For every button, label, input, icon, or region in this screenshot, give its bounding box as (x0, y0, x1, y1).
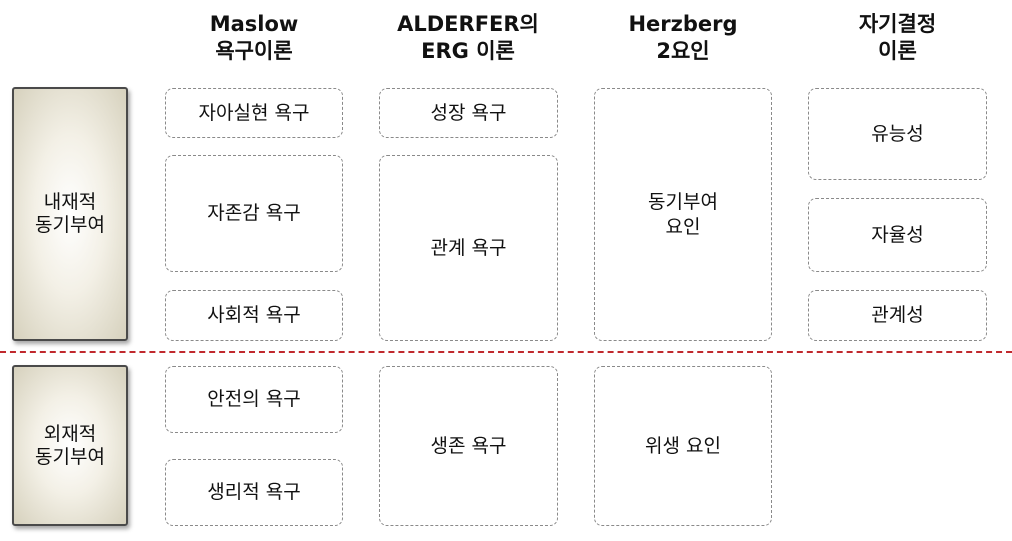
herzberg-motivators: 동기부여 요인 (594, 88, 772, 341)
side-extrinsic-motivation: 외재적 동기부여 (12, 365, 128, 526)
header-sdt: 자기결정 이론 (808, 6, 987, 70)
header-alderfer: ALDERFER의 ERG 이론 (372, 6, 564, 70)
header-maslow-line2: 욕구이론 (215, 39, 293, 63)
erg-existence: 생존 욕구 (379, 366, 558, 526)
maslow-social-label: 사회적 욕구 (207, 304, 301, 326)
side-intrinsic-line2: 동기부여 (35, 214, 105, 236)
header-maslow: Maslow 욕구이론 (165, 6, 343, 70)
header-sdt-line2: 이론 (878, 39, 917, 63)
header-alderfer-line2: ERG 이론 (421, 39, 515, 63)
maslow-physiological: 생리적 욕구 (165, 459, 343, 526)
sdt-competence: 유능성 (808, 88, 987, 180)
erg-growth: 성장 욕구 (379, 88, 558, 138)
maslow-social: 사회적 욕구 (165, 290, 343, 341)
maslow-physiological-label: 생리적 욕구 (207, 481, 301, 503)
herzberg-hygiene-label: 위생 요인 (645, 434, 721, 457)
sdt-competence-label: 유능성 (871, 122, 924, 145)
herzberg-motivators-line2: 요인 (665, 215, 701, 238)
sdt-relatedness: 관계성 (808, 290, 987, 341)
header-alderfer-line1: ALDERFER의 (397, 12, 539, 36)
erg-existence-label: 생존 욕구 (430, 434, 507, 457)
side-extrinsic-line2: 동기부여 (35, 445, 105, 468)
header-herzberg-line1: Herzberg (628, 12, 738, 36)
sdt-relatedness-label: 관계성 (871, 304, 924, 326)
maslow-esteem: 자존감 욕구 (165, 155, 343, 272)
sdt-autonomy: 자율성 (808, 198, 987, 272)
maslow-safety-label: 안전의 욕구 (207, 388, 301, 410)
header-herzberg: Herzberg 2요인 (594, 6, 772, 70)
maslow-safety: 안전의 욕구 (165, 366, 343, 433)
header-herzberg-line2: 2요인 (656, 39, 710, 63)
sdt-autonomy-label: 자율성 (871, 223, 924, 246)
side-intrinsic-motivation: 내재적 동기부여 (12, 87, 128, 341)
header-maslow-line1: Maslow (209, 12, 299, 36)
herzberg-hygiene: 위생 요인 (594, 366, 772, 526)
side-extrinsic-line1: 외재적 (43, 422, 97, 445)
intrinsic-extrinsic-divider (0, 351, 1012, 353)
maslow-self-actualization-label: 자아실현 욕구 (198, 101, 310, 124)
erg-growth-label: 성장 욕구 (430, 101, 507, 124)
herzberg-motivators-line1: 동기부여 (648, 190, 718, 213)
header-sdt-line1: 자기결정 (858, 12, 937, 36)
side-intrinsic-line1: 내재적 (43, 191, 97, 213)
maslow-esteem-label: 자존감 욕구 (207, 202, 301, 224)
erg-relatedness-label: 관계 욕구 (430, 236, 507, 259)
erg-relatedness: 관계 욕구 (379, 155, 558, 341)
maslow-self-actualization: 자아실현 욕구 (165, 88, 343, 138)
